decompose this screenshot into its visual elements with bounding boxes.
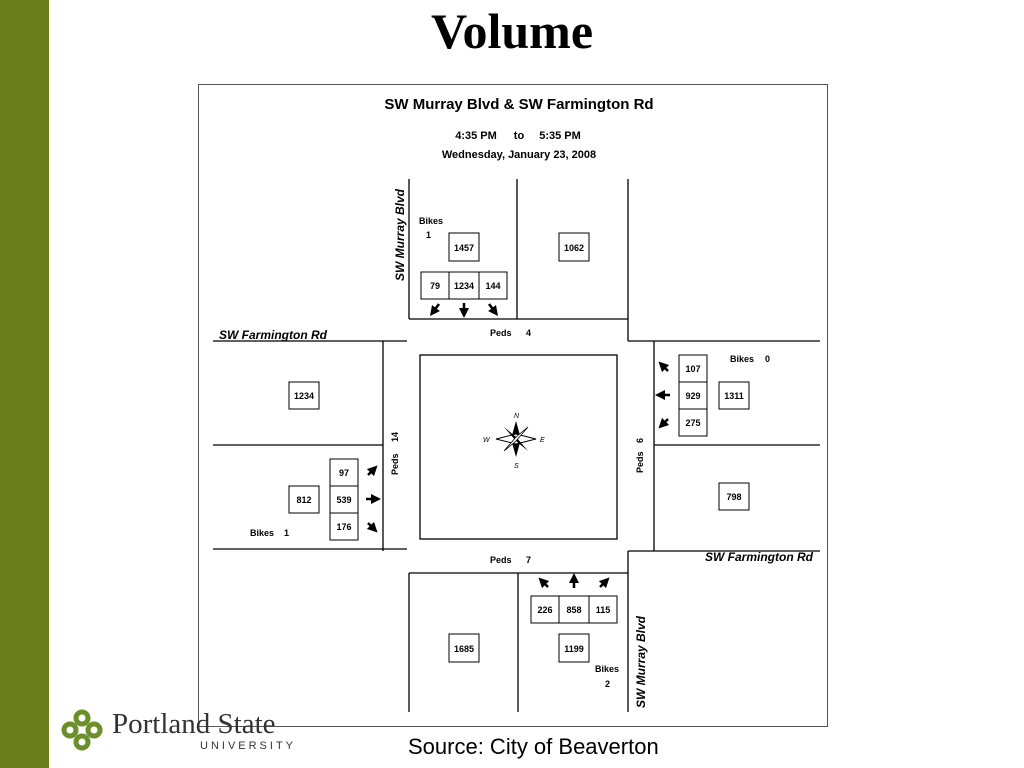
north-through-count: 1234	[454, 281, 474, 291]
south-bikes-label: Bikes	[595, 664, 619, 674]
logo-icon	[61, 709, 103, 751]
west-peds-label: Peds	[390, 453, 400, 475]
north-bikes-label: Bikes	[419, 216, 443, 226]
north-peds-count: 4	[526, 328, 531, 338]
south-depart-box	[448, 633, 480, 663]
south-right-count: 115	[596, 605, 611, 615]
compass-s: S	[514, 463, 519, 470]
arrow-icon	[366, 465, 378, 477]
south-peds-count: 7	[526, 555, 531, 565]
north-right-count: 79	[430, 281, 440, 291]
street-label-north: SW Murray Blvd	[393, 188, 407, 281]
west-depart-total: 1234	[294, 391, 314, 401]
north-peds-label: Peds	[490, 328, 512, 338]
street-label-south: SW Murray Blvd	[634, 615, 648, 708]
west-right-box	[329, 512, 359, 541]
intersection-diagram: SW Murray Blvd & SW Farmington Rd 4:35 P…	[213, 96, 820, 712]
west-through-count: 539	[336, 495, 351, 505]
logo-name: Portland State	[112, 708, 276, 740]
arrow-icon	[658, 361, 670, 373]
diagram-date: Wednesday, January 23, 2008	[442, 149, 596, 161]
arrow-icon	[658, 417, 670, 429]
south-right-box	[588, 595, 618, 624]
north-bikes-count: 1	[426, 230, 431, 240]
west-approach: 1234 97 539 176 812 Bikes 1 Peds 14	[250, 381, 400, 541]
north-depart-box	[558, 232, 590, 262]
source-caption: Source: City of Beaverton	[408, 734, 659, 759]
west-approach-total: 812	[296, 495, 311, 505]
east-peds-count: 6	[635, 438, 645, 443]
street-label-east: SW Farmington Rd	[705, 550, 814, 564]
north-approach-box	[448, 232, 480, 262]
time-to-word: to	[514, 130, 525, 142]
west-peds-count: 14	[390, 432, 400, 442]
street-label-west: SW Farmington Rd	[219, 328, 328, 342]
arrow-icon	[366, 521, 378, 533]
time-to: 5:35 PM	[539, 130, 581, 142]
east-peds-label: Peds	[635, 451, 645, 473]
arrow-icon	[488, 303, 498, 316]
west-bikes-count: 1	[284, 528, 289, 538]
south-depart-total: 1685	[454, 644, 474, 654]
east-right-box	[678, 408, 708, 437]
intersection-figure: SW Murray Blvd & SW Farmington Rd 4:35 P…	[198, 84, 828, 727]
arrow-icon	[430, 303, 440, 316]
east-approach: Bikes 0 107 929 275 1311 798 Peds 6	[635, 354, 770, 511]
west-bikes-label: Bikes	[250, 528, 274, 538]
north-depart-total: 1062	[564, 243, 584, 253]
south-left-count: 226	[537, 605, 552, 615]
west-left-count: 97	[339, 468, 349, 478]
side-bar	[0, 0, 49, 768]
compass-w: W	[483, 437, 491, 444]
east-left-count: 107	[685, 364, 700, 374]
east-depart-total: 798	[726, 492, 741, 502]
arrow-icon	[538, 577, 550, 589]
north-approach-total: 1457	[454, 243, 474, 253]
south-peds-label: Peds	[490, 555, 512, 565]
south-approach-total: 1199	[564, 644, 584, 654]
time-from: 4:35 PM	[455, 130, 497, 142]
south-through-count: 858	[566, 605, 581, 615]
east-right-count: 275	[685, 418, 700, 428]
university-logo: Portland State UNIVERSITY	[60, 706, 293, 756]
west-right-count: 176	[336, 522, 351, 532]
compass-rose: N S E W	[483, 413, 545, 470]
slide-title: Volume	[430, 3, 594, 59]
east-approach-total: 1311	[724, 391, 744, 401]
east-bikes-count: 0	[765, 354, 770, 364]
north-left-box	[478, 271, 508, 300]
north-left-count: 144	[485, 281, 500, 291]
west-depart-box	[288, 381, 320, 410]
road-lines	[213, 179, 820, 712]
compass-e: E	[540, 437, 545, 444]
south-approach: Peds 7 226 858 115 1685 1199 Bikes 2	[448, 555, 619, 689]
west-approach-box	[288, 485, 320, 514]
diagram-title: SW Murray Blvd & SW Farmington Rd	[384, 96, 653, 113]
south-bikes-count: 2	[605, 679, 610, 689]
compass-n: N	[514, 413, 520, 420]
arrow-icon	[598, 577, 610, 589]
east-depart-box	[718, 482, 750, 511]
south-approach-box	[558, 633, 590, 663]
east-bikes-label: Bikes	[730, 354, 754, 364]
logo-subtitle: UNIVERSITY	[200, 740, 297, 752]
intersection-box	[419, 354, 618, 540]
north-approach: Bikes 1 1457 1062 79 1234 144 Peds 4	[419, 216, 590, 338]
east-approach-box	[718, 381, 750, 410]
east-through-count: 929	[685, 391, 700, 401]
